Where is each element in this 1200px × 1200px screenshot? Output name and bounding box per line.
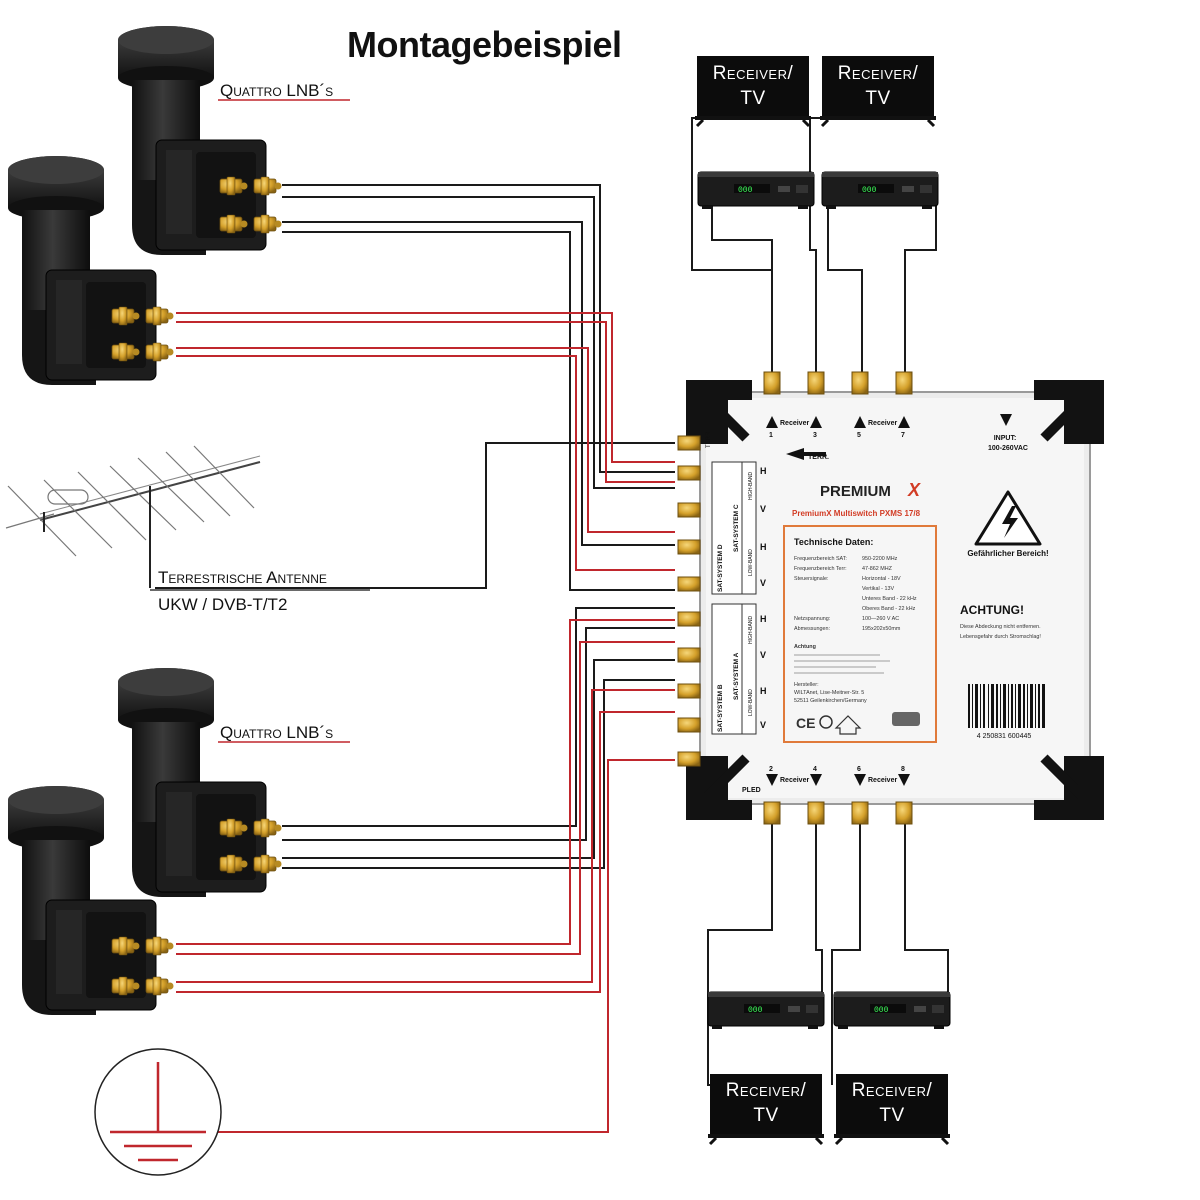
pol-label: H bbox=[760, 614, 767, 624]
tv-label: TV bbox=[865, 88, 890, 109]
warning-label: Gefährlicher Bereich! bbox=[967, 549, 1048, 558]
lnb-icon bbox=[117, 667, 282, 898]
tv-icon: Receiver/ TV bbox=[832, 1072, 952, 1146]
tv-label: Receiver/ bbox=[838, 63, 919, 84]
terr-label: TERR. bbox=[808, 454, 829, 461]
tech-value: Vertikal - 13V bbox=[862, 586, 894, 592]
port-number: 7 bbox=[901, 432, 905, 439]
input-label: INPUT: bbox=[994, 435, 1017, 442]
warning-icon bbox=[974, 490, 1042, 546]
achtung-heading: ACHTUNG! bbox=[960, 603, 1024, 617]
pled-label: PLED bbox=[742, 787, 761, 794]
receiver-label: Receiver bbox=[780, 420, 809, 427]
multiswitch-icon: Receiver Receiver 1 3 5 7 INPUT: 100-260… bbox=[677, 371, 1104, 825]
achtung-text: Diese Abdeckung nicht entfernen. bbox=[960, 624, 1041, 630]
port-number: 3 bbox=[813, 432, 817, 439]
sat-system-label: SAT-SYSTEM C bbox=[733, 504, 740, 552]
port-number: 6 bbox=[857, 766, 861, 773]
tech-key: Abmessungen: bbox=[794, 626, 830, 632]
pol-label: H bbox=[760, 542, 767, 552]
antenna-label-line2: UKW / DVB-T/T2 bbox=[158, 595, 287, 614]
pol-label: V bbox=[760, 504, 766, 514]
tech-value: Horizontal - 18V bbox=[862, 576, 901, 582]
manufacturer-heading: Hersteller: bbox=[794, 682, 819, 688]
tv-label: Receiver/ bbox=[726, 1080, 807, 1101]
brand-logo: PREMIUM bbox=[820, 483, 891, 500]
pol-label: V bbox=[760, 650, 766, 660]
tech-heading: Technische Daten: bbox=[794, 537, 873, 547]
antenna-icon bbox=[5, 445, 261, 588]
tech-rows: Frequenzbereich SAT: 950-2200 MHz Freque… bbox=[794, 556, 917, 632]
band-label: LOW-BAND bbox=[748, 549, 754, 576]
sat-system-label: SAT-SYSTEM A bbox=[733, 652, 740, 700]
tech-key: Steuersignale: bbox=[794, 576, 828, 582]
receiver-box-icon bbox=[821, 171, 939, 210]
barcode-number: 4 250831 600445 bbox=[977, 733, 1032, 740]
tech-value: 100—260 V AC bbox=[862, 616, 899, 622]
tv-icon: Receiver/ TV bbox=[706, 1072, 826, 1146]
port-number: 5 bbox=[857, 432, 861, 439]
pol-label: H bbox=[760, 686, 767, 696]
certification-logo-icon bbox=[892, 712, 920, 726]
pol-label: H bbox=[760, 466, 767, 476]
tv-label: Receiver/ bbox=[852, 1080, 933, 1101]
receiver-label: Receiver bbox=[780, 777, 809, 784]
tv-label: TV bbox=[879, 1105, 904, 1126]
band-label: HIGH-BAND bbox=[748, 472, 754, 500]
sat-system-label: SAT-SYSTEM B bbox=[717, 684, 724, 732]
receiver-label: Receiver bbox=[868, 420, 897, 427]
port-number: 2 bbox=[769, 766, 773, 773]
tv-label: TV bbox=[740, 88, 765, 109]
lnb-label-top: Quattro LNB´s bbox=[220, 81, 333, 100]
lnb-label-bottom: Quattro LNB´s bbox=[220, 723, 333, 742]
diagram-title: Montagebeispiel bbox=[347, 24, 622, 65]
model-label: PremiumX Multiswitch PXMS 17/8 bbox=[792, 509, 921, 518]
port-number: 8 bbox=[901, 766, 905, 773]
receiver-box-icon bbox=[697, 171, 815, 210]
cert-mark-icon bbox=[819, 715, 833, 729]
tech-value: 195x202x50mm bbox=[862, 626, 901, 632]
tech-key: Frequenzbereich Terr: bbox=[794, 566, 847, 572]
brand-logo-x: X bbox=[907, 480, 921, 500]
tech-key: Frequenzbereich SAT: bbox=[794, 556, 847, 562]
manufacturer-line: 52511 Geilenkirchen/Germany bbox=[794, 698, 867, 704]
tech-value: Oberes Band - 22 kHz bbox=[862, 606, 916, 612]
band-label: HIGH-BAND bbox=[748, 616, 754, 644]
notes-heading: Achtung bbox=[794, 644, 816, 650]
input-value: 100-260VAC bbox=[988, 445, 1028, 452]
pol-label: V bbox=[760, 578, 766, 588]
tech-value: 47-862 MHZ bbox=[862, 566, 893, 572]
achtung-text: Lebensgefahr durch Stromschlag! bbox=[960, 634, 1041, 640]
tv-icon: Receiver/ TV bbox=[693, 54, 813, 128]
antenna-label-line1: Terrestrische Antenne bbox=[158, 568, 327, 587]
receiver-box-icon bbox=[833, 991, 951, 1030]
barcode-icon bbox=[968, 684, 1045, 728]
tv-icon: Receiver/ TV bbox=[818, 54, 938, 128]
black-wires bbox=[155, 117, 949, 1086]
terr-side-label: TERR. bbox=[706, 430, 712, 448]
sat-system-label: SAT-SYSTEM D bbox=[717, 544, 724, 592]
pol-label: V bbox=[760, 720, 766, 730]
receiver-box-icon bbox=[707, 991, 825, 1030]
lnb-icon bbox=[117, 25, 282, 256]
tech-value: Unteres Band - 22 kHz bbox=[862, 596, 917, 602]
port-number: 4 bbox=[813, 766, 817, 773]
manufacturer-line: WILTAnet, Lise-Meitner-Str. 5 bbox=[794, 690, 864, 696]
ground-icon bbox=[94, 1048, 222, 1176]
indoor-icon bbox=[834, 715, 862, 735]
port-number: 1 bbox=[769, 432, 773, 439]
band-label: LOW-BAND bbox=[748, 689, 754, 716]
tv-label: Receiver/ bbox=[713, 63, 794, 84]
tech-value: 950-2200 MHz bbox=[862, 556, 898, 562]
tv-label: TV bbox=[753, 1105, 778, 1126]
ce-mark-icon: CE bbox=[796, 715, 815, 731]
tech-key: Netzspannung: bbox=[794, 616, 830, 622]
red-wires bbox=[150, 312, 675, 1133]
receiver-label: Receiver bbox=[868, 777, 897, 784]
